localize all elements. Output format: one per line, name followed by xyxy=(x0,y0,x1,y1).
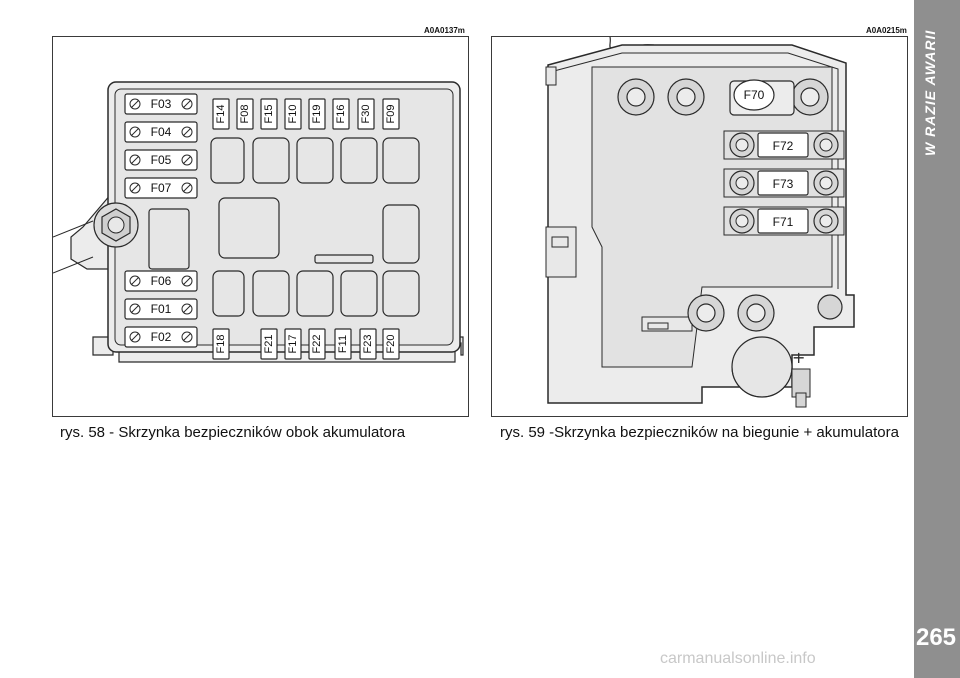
fuse-label-F10: F10 xyxy=(287,105,299,124)
fuse-F08: F08 xyxy=(236,98,254,130)
fuse-F71: F71 xyxy=(723,206,845,236)
fuse-label-F03: F03 xyxy=(151,97,172,111)
fuse-label-F20: F20 xyxy=(385,335,397,354)
fuse-label-F19: F19 xyxy=(311,105,323,124)
svg-text:+: + xyxy=(792,348,805,367)
fuse-label-F06: F06 xyxy=(151,274,172,288)
chapter-sidebar xyxy=(914,0,960,678)
fuse-label-F17: F17 xyxy=(287,335,299,354)
fuse-F73: F73 xyxy=(723,168,845,198)
page-number: 265 xyxy=(915,624,957,651)
fuse-F04: F04 xyxy=(124,121,198,143)
fuse-F11: F11 xyxy=(334,328,352,360)
figure-caption-right: rys. 59 -Skrzynka bezpieczników na biegu… xyxy=(500,424,899,441)
figure-caption-left: rys. 58 - Skrzynka bezpieczników obok ak… xyxy=(60,424,406,441)
section-title: W RAZIE AWARII xyxy=(922,30,938,157)
fuse-F05: F05 xyxy=(124,149,198,171)
fuse-F20: F20 xyxy=(382,328,400,360)
fuse-label-F21: F21 xyxy=(263,335,275,354)
fuse-label-F04: F04 xyxy=(151,125,172,139)
fuse-label-F23: F23 xyxy=(362,335,374,354)
fuse-F23: F23 xyxy=(359,328,377,360)
figure-code: A0A0215m xyxy=(866,26,907,35)
fuse-F72: F72 xyxy=(723,130,845,160)
fuse-label-F02: F02 xyxy=(151,330,172,344)
fuse-label-F22: F22 xyxy=(311,335,323,354)
fuse-F70: F70 xyxy=(729,79,795,116)
fuse-F19: F19 xyxy=(308,98,326,130)
fuse-label-F71: F71 xyxy=(773,215,794,229)
fuse-label-F15: F15 xyxy=(263,105,275,124)
fuse-label-F08: F08 xyxy=(239,105,251,124)
fuse-F07: F07 xyxy=(124,177,198,199)
fuse-F16: F16 xyxy=(332,98,350,130)
fuse-F14: F14 xyxy=(212,98,230,130)
fuse-label-F11: F11 xyxy=(337,335,349,353)
figure-code: A0A0137m xyxy=(424,26,465,35)
fuse-F18: F18 xyxy=(212,328,230,360)
fuse-F22: F22 xyxy=(308,328,326,360)
fuse-label-F18: F18 xyxy=(215,335,227,354)
fuse-F10: F10 xyxy=(284,98,302,130)
fuse-label-F72: F72 xyxy=(773,139,794,153)
fuse-label-F70: F70 xyxy=(744,88,765,102)
fuse-F01: F01 xyxy=(124,298,198,320)
fuse-label-F30: F30 xyxy=(360,105,372,124)
fuse-F30: F30 xyxy=(357,98,375,130)
fuse-F17: F17 xyxy=(284,328,302,360)
fuse-F21: F21 xyxy=(260,328,278,360)
fuse-label-F09: F09 xyxy=(385,105,397,124)
fuse-F15: F15 xyxy=(260,98,278,130)
fuse-F03: F03 xyxy=(124,93,198,115)
watermark: carmanualsonline.info xyxy=(660,650,816,667)
fuse-F09: F09 xyxy=(382,98,400,130)
fuse-F06: F06 xyxy=(124,270,198,292)
fuse-label-F07: F07 xyxy=(151,181,172,195)
fuse-label-F73: F73 xyxy=(773,177,794,191)
fuse-label-F01: F01 xyxy=(151,302,172,316)
fuse-label-F05: F05 xyxy=(151,153,172,167)
fuse-label-F14: F14 xyxy=(215,105,227,124)
fuse-label-F16: F16 xyxy=(335,105,347,124)
fuse-F02: F02 xyxy=(124,326,198,348)
